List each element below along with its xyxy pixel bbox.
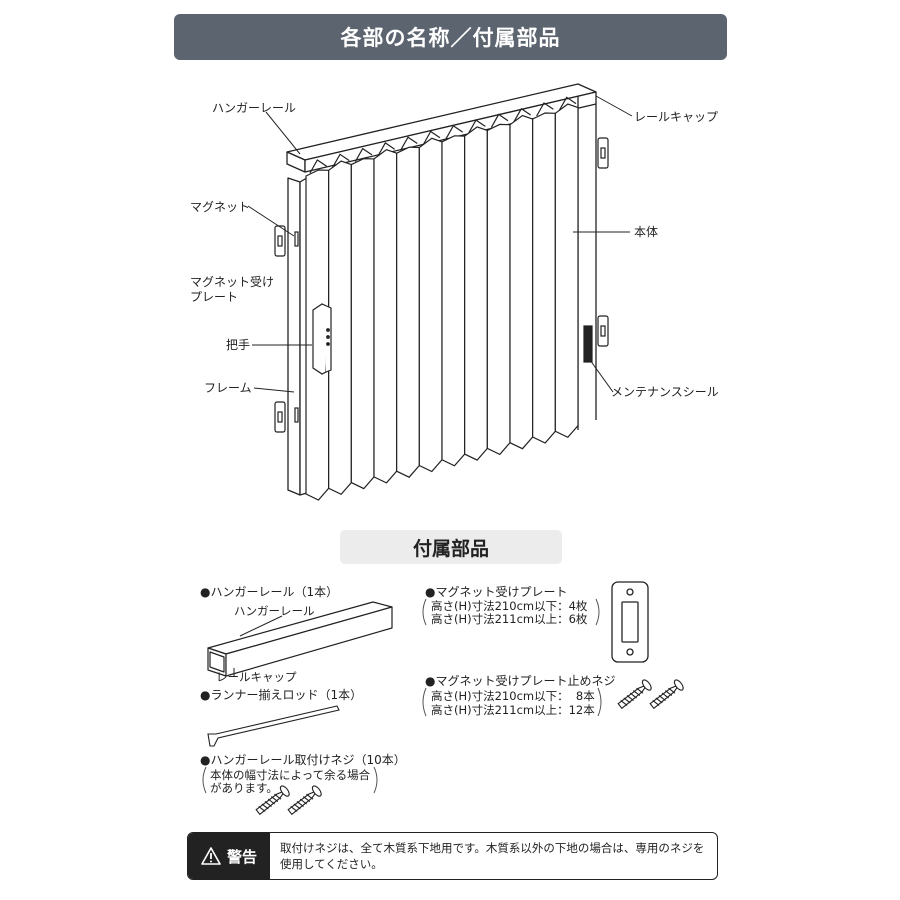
panel-runner [332, 153, 350, 168]
accessory-magnet-plate-shape [611, 581, 649, 663]
panel-slat [328, 160, 352, 496]
acc-hanger-rail-label: ハンガーレール [234, 604, 315, 618]
acc-runner-rod-heading: ●ランナー揃えロッド（1本） [200, 688, 363, 702]
acc-rail-screw-heading: ●ハンガーレール取付けネジ（10本） [200, 753, 406, 767]
panel-slat [373, 149, 398, 484]
acc-rail-cap-label: レールキャップ [216, 670, 297, 684]
label-frame: フレーム [204, 381, 252, 395]
magnet-shape [294, 231, 299, 247]
panel-slat [532, 112, 556, 444]
warning-text-line-1: 取付けネジは、全て木質系下地用です。木質系以外の下地の場合は、専用のネジを [280, 841, 705, 855]
acc-plate-screw-line-2: 高さ(H)寸法211cm以上：12本 [431, 703, 595, 717]
acc-plate-screw-line-1: 高さ(H)寸法210cm以下： 8本 [431, 689, 595, 703]
maintenance-seal-shape [583, 325, 593, 363]
panel-slat [441, 135, 466, 467]
label-magnet: マグネット [190, 200, 251, 214]
screw-shape [255, 785, 290, 816]
warning-label: 警告 [226, 847, 257, 866]
panel-runner [536, 102, 554, 117]
panel-slat [486, 123, 511, 456]
panel-runner [400, 136, 418, 151]
acc-magnet-plate-line-1: 高さ(H)寸法210cm以下：4枚 [431, 599, 588, 613]
panel-runner [377, 142, 396, 157]
runner-rod-shape [207, 705, 340, 747]
warning-box: 警告 取付けネジは、全て木質系下地用です。木質系以外の下地の場合は、専用のネジを… [187, 832, 718, 880]
panel-slat [396, 146, 420, 478]
panel-runner [309, 159, 328, 174]
acc-rail-screw-note-1: 本体の幅寸法によって余る場合 [210, 768, 371, 782]
frame-shape [287, 177, 301, 496]
label-rail-cap: レールキャップ [634, 110, 719, 124]
label-magnet-plate-1: マグネット受け [190, 275, 275, 289]
panel-slat [418, 137, 443, 473]
panel-runner [558, 96, 577, 111]
warning-text: 取付けネジは、全て木質系下地用です。木質系以外の下地の場合は、専用のネジを 使用… [270, 833, 717, 879]
label-hanger-rail: ハンガーレール [212, 101, 297, 115]
acc-rail-screw-note-2: があります。 [210, 781, 278, 795]
panel-runner [490, 113, 509, 128]
label-maintenance-seal: メンテナンスシール [611, 385, 719, 399]
accessories-title: 付属部品 [340, 530, 562, 564]
acc-plate-screw-heading: ●マグネット受けプレート止めネジ [425, 674, 616, 688]
panel-runner [468, 119, 486, 134]
panel-slat [554, 103, 579, 439]
panel-runner [445, 124, 464, 140]
screw-shape [287, 785, 322, 816]
magnet-plate-right-bottom [597, 315, 609, 347]
panel-slat [464, 126, 488, 461]
acc-magnet-plate-heading: ●マグネット受けプレート [425, 585, 568, 599]
page-title: 各部の名称／付属部品 [174, 14, 727, 60]
label-body: 本体 [634, 225, 659, 239]
panel-runner [354, 147, 373, 162]
magnet-plate-left-top [274, 225, 286, 257]
panel-runner [513, 107, 532, 122]
panel-slat [350, 157, 375, 490]
acc-magnet-plate-line-2: 高さ(H)寸法211cm以上：6枚 [431, 612, 588, 626]
acc-hanger-rail-heading: ●ハンガーレール（1本） [200, 585, 339, 599]
panel-runner [422, 130, 441, 145]
magnet-plate-left-bottom [274, 401, 286, 433]
label-magnet-plate-2: プレート [190, 290, 239, 304]
magnet-plate-right-top [597, 137, 609, 169]
warning-text-line-2: 使用してください。 [280, 857, 383, 871]
screw-shape [617, 679, 652, 710]
label-handle: 把手 [226, 338, 251, 352]
panel-slat [509, 114, 534, 450]
warning-label-area: 警告 [188, 833, 270, 879]
warning-triangle-icon [201, 847, 221, 865]
screw-shape [649, 679, 684, 710]
